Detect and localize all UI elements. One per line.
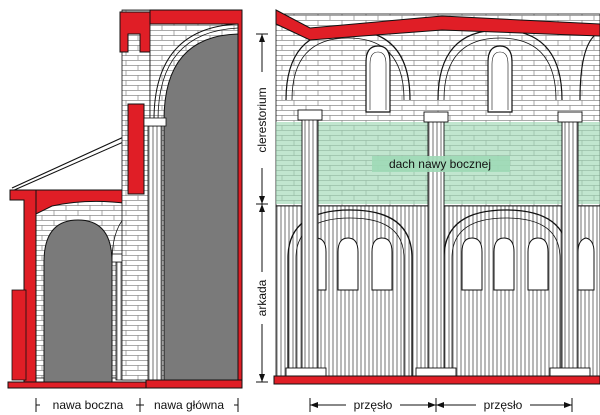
nave-void (163, 33, 239, 383)
label-arkada: arkada (255, 279, 269, 316)
cross-section-drawing (7, 9, 243, 389)
column-2 (423, 111, 449, 377)
arcade-opening (493, 237, 515, 291)
label-przeslo-1: przęsło (354, 398, 393, 412)
floor-section (273, 375, 600, 385)
bay-dimension (309, 397, 573, 413)
arcade-opening (337, 237, 359, 291)
aisle-void (43, 219, 113, 383)
aisle-roof-line (11, 134, 129, 189)
nave-wall (121, 9, 151, 381)
label-clerestorium: clerestorium (255, 87, 269, 152)
arcade-opening (527, 237, 549, 291)
aisle-roof-line-inner (11, 139, 129, 192)
column-1 (297, 109, 323, 377)
aisle-floor-section (7, 381, 147, 389)
roof-label-bg (372, 156, 510, 172)
column-3 (557, 111, 583, 377)
arcade-opening (577, 237, 595, 291)
vertical-dimension (253, 33, 271, 383)
nave-pier-capital (143, 117, 167, 127)
label-nawa-boczna: nawa boczna (53, 398, 124, 412)
clerestory-window-2 (487, 45, 513, 113)
nave-pier (147, 125, 163, 383)
label-dach-nawy-bocznej: dach nawy bocznej (389, 157, 491, 171)
label-nawa-glowna: nawa główna (154, 398, 224, 412)
aisle-buttress-section (11, 289, 27, 381)
label-przeslo-2: przęsło (484, 398, 523, 412)
arcade-opening (461, 237, 483, 291)
arcade-opening (371, 237, 393, 291)
nave-wall-section (127, 103, 145, 195)
nave-floor-section (145, 379, 243, 389)
clerestory-window-1 (365, 45, 391, 113)
elevation-drawing (273, 9, 600, 385)
cross-section-dimension (35, 396, 239, 412)
roof-section (275, 9, 600, 41)
